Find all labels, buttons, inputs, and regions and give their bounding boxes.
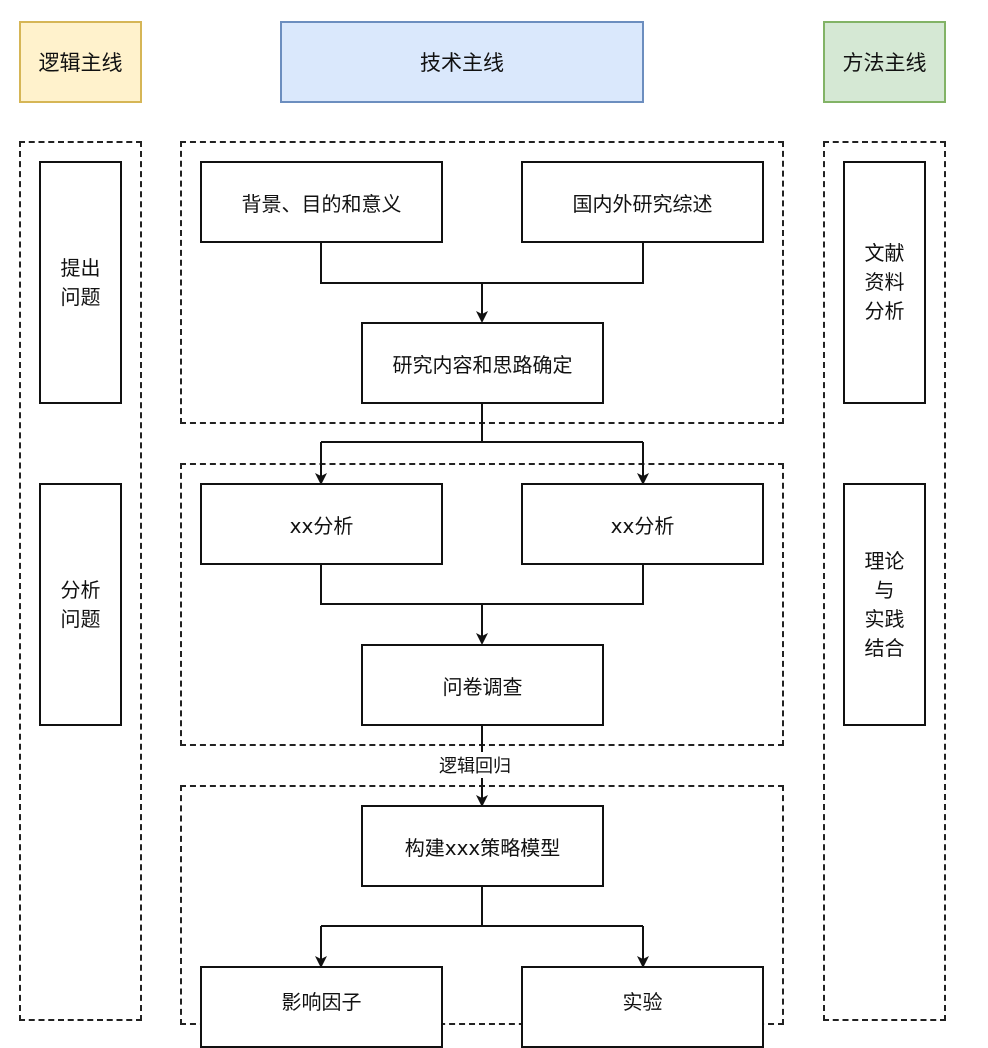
theory-practice-box: 理论 与 实践 结合 (843, 483, 926, 726)
influence-factor-box: 影响因子 (200, 966, 443, 1048)
xx-analysis-right-box: xx分析 (521, 483, 764, 565)
research-content-box: 研究内容和思路确定 (361, 322, 604, 404)
tech-line-header: 技术主线 (280, 21, 644, 103)
experiment-box: 实验 (521, 966, 764, 1048)
raise-problem-box: 提出 问题 (39, 161, 122, 404)
method-line-header: 方法主线 (823, 21, 946, 103)
literature-analysis-box: 文献 资料 分析 (843, 161, 926, 404)
flow-connectors (315, 242, 649, 968)
strategy-model-box: 构建xxx策略模型 (361, 805, 604, 887)
logic-line-header: 逻辑主线 (19, 21, 142, 103)
logistic-regression-label: 逻辑回归 (436, 752, 514, 778)
background-purpose-box: 背景、目的和意义 (200, 161, 443, 243)
xx-analysis-left-box: xx分析 (200, 483, 443, 565)
analyze-problem-box: 分析 问题 (39, 483, 122, 726)
questionnaire-box: 问卷调查 (361, 644, 604, 726)
group1-merge-line (320, 242, 644, 284)
literature-review-box: 国内外研究综述 (521, 161, 764, 243)
group2-merge-line (320, 564, 644, 605)
